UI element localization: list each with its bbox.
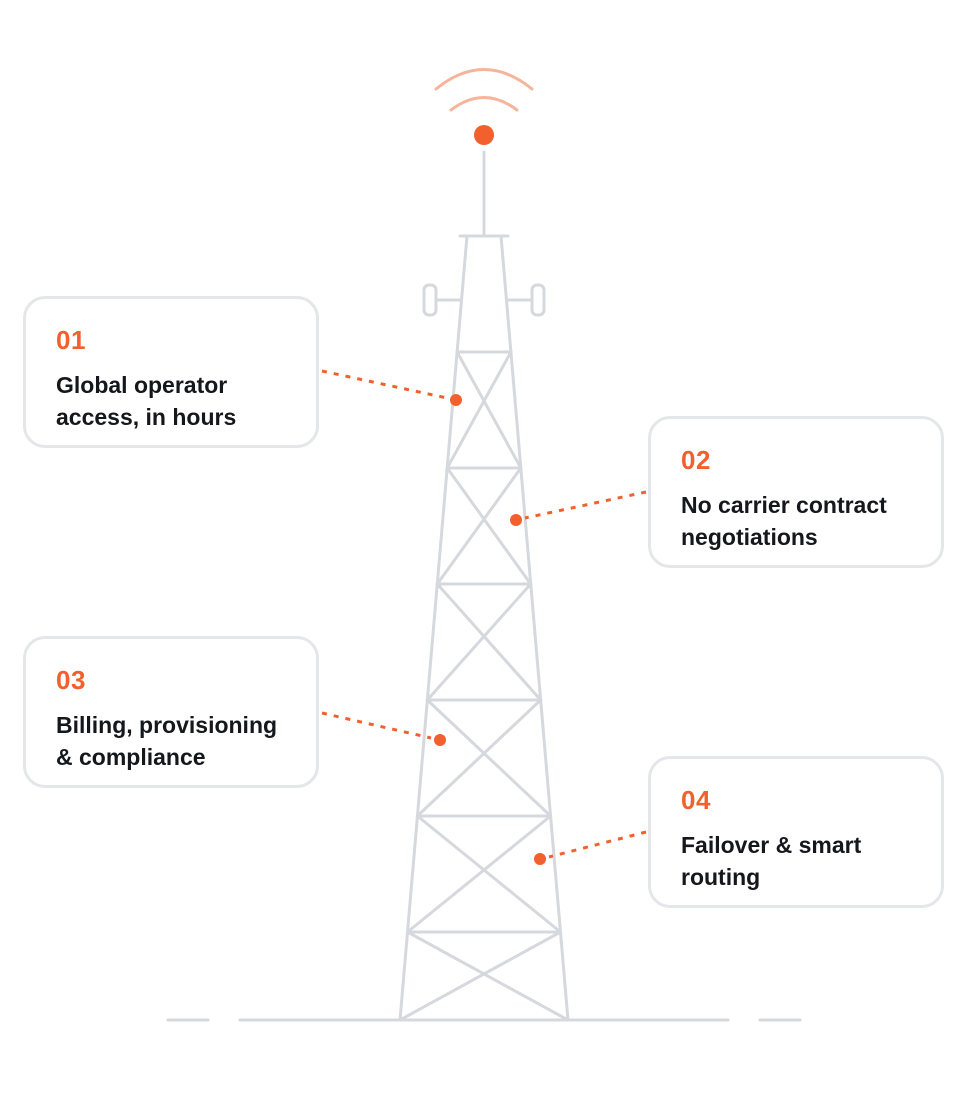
callout-card-02: 02 No carrier contract negotiations — [648, 416, 944, 568]
tower-brace — [425, 698, 553, 818]
anchor-dot-04 — [534, 853, 546, 865]
connector-01 — [321, 369, 448, 400]
tower-brace — [445, 466, 533, 586]
tower-brace — [445, 350, 513, 470]
connector-02 — [524, 490, 647, 520]
signal-wave-outer — [434, 68, 534, 91]
anchor-dot-01 — [450, 394, 462, 406]
tower-brace — [435, 582, 543, 702]
connector-03 — [321, 711, 432, 740]
anchor-dot-02 — [510, 514, 522, 526]
callout-number: 04 — [681, 785, 711, 815]
callout-card-04: 04 Failover & smart routing — [648, 756, 944, 908]
callout-card-03: 03 Billing, provisioning & compliance — [23, 636, 319, 788]
tower-brace — [435, 466, 523, 586]
tower-leg-left — [398, 234, 469, 1022]
dish-right — [530, 283, 546, 317]
tower-brace — [406, 930, 570, 1022]
dish-left — [422, 283, 438, 317]
tower-brace — [415, 814, 562, 934]
callout-number: 01 — [56, 325, 86, 355]
anchor-dot-03 — [434, 734, 446, 746]
callout-number: 03 — [56, 665, 86, 695]
callout-title: Global operator access, in hours — [56, 372, 237, 430]
callout-title: No carrier contract negotiations — [681, 492, 887, 550]
connector-anchors — [434, 394, 546, 865]
cell-tower-icon — [166, 150, 802, 1022]
tower-brace — [398, 930, 562, 1022]
callout-connectors — [321, 369, 647, 859]
tower-brace — [415, 698, 543, 818]
tower-brace — [455, 350, 523, 470]
callout-number: 02 — [681, 445, 711, 475]
tower-bracing — [398, 350, 570, 1022]
antenna-beacon — [474, 125, 494, 145]
callout-title: Billing, provisioning & compliance — [56, 712, 278, 770]
wifi-signal-icon — [434, 68, 534, 112]
signal-wave-inner — [449, 96, 519, 112]
tower-leg-right — [499, 234, 570, 1022]
callout-card-01: 01 Global operator access, in hours — [23, 296, 319, 448]
callout-title: Failover & smart routing — [681, 832, 862, 890]
connector-04 — [548, 830, 647, 859]
tower-brace — [406, 814, 553, 934]
tower-brace — [425, 582, 533, 702]
